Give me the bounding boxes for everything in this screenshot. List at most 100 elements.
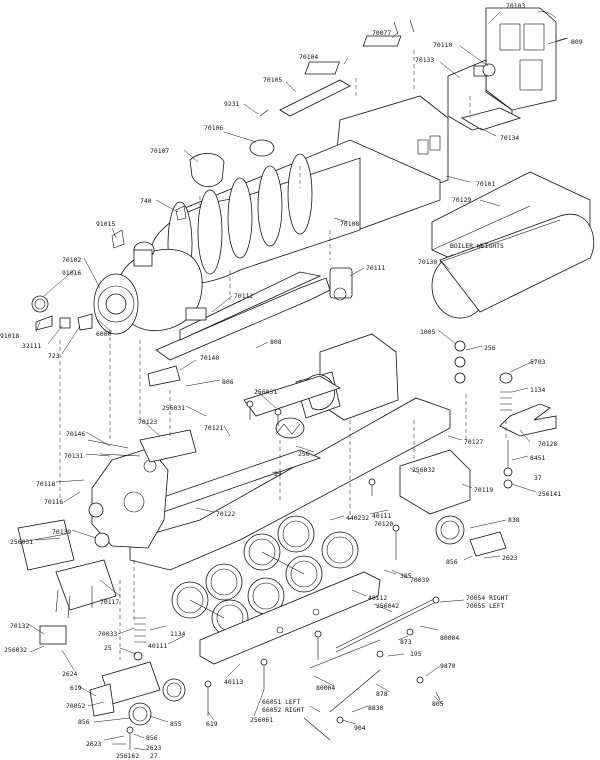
label-256032-b: 256032 [4, 646, 27, 654]
label-8830: 8830 [368, 704, 384, 712]
label-70120: 70120 [374, 520, 393, 528]
label-70077: 70077 [372, 29, 391, 37]
label-1134-b: 1134 [170, 630, 186, 638]
label-5703: 5703 [530, 358, 546, 366]
label-40111-a: 40111 [372, 512, 391, 520]
label-70131: 70131 [64, 452, 83, 460]
label-723: 723 [48, 352, 60, 360]
label-856-c: 856 [146, 734, 158, 742]
label-70129: 70129 [452, 196, 471, 204]
label-70104: 70104 [299, 53, 318, 61]
label-70128: 70128 [538, 440, 557, 448]
label-256042: 256042 [376, 602, 399, 610]
label-2623-b: 2623 [146, 744, 162, 752]
label-70110: 70110 [433, 41, 452, 49]
boiler-weights [431, 171, 595, 319]
label-70055: 70055 LEFT [466, 602, 505, 610]
label-70108: 70108 [340, 220, 359, 228]
label-619-b: 619 [206, 720, 218, 728]
label-838: 838 [508, 516, 520, 524]
label-873: 873 [400, 638, 412, 646]
label-70106: 70106 [204, 124, 223, 132]
label-6000: 6000 [96, 330, 112, 338]
label-40113: 40113 [224, 678, 243, 686]
label-70121: 70121 [204, 424, 223, 432]
label-70102: 70102 [62, 256, 81, 264]
label-2623-c: 2623 [86, 740, 102, 748]
label-1005: 1005 [420, 328, 436, 336]
label-70122: 70122 [216, 510, 235, 518]
label-70103: 70103 [506, 2, 525, 10]
label-70052: 70052 [66, 702, 85, 710]
label-70033: 70033 [98, 630, 117, 638]
label-27-a: 27 [274, 470, 282, 478]
label-91015: 91015 [96, 220, 115, 228]
label-32111: 32111 [22, 342, 41, 350]
label-70127: 70127 [464, 438, 483, 446]
label-256162: 256162 [116, 752, 139, 760]
label-66052: 66052 RIGHT [262, 706, 304, 714]
label-91016: 91016 [62, 269, 81, 277]
label-256141: 256141 [538, 490, 561, 498]
label-70123: 70123 [138, 418, 157, 426]
label-37: 37 [534, 474, 542, 482]
label-70054: 70054 RIGHT [466, 594, 508, 602]
label-boiler-weights: BOILER WEIGHTS [450, 242, 504, 250]
label-256031-c: 256031 [10, 538, 33, 546]
label-25: 25 [104, 644, 112, 652]
label-806: 806 [222, 378, 234, 386]
label-856-a: 856 [446, 558, 458, 566]
keeper-plate [199, 571, 381, 665]
label-740: 740 [140, 197, 152, 205]
label-805: 805 [432, 700, 444, 708]
label-66051: 66051 LEFT [262, 698, 301, 706]
label-70139: 70139 [52, 528, 71, 536]
dashed-assembly-lines [59, 50, 507, 660]
running-plate [147, 267, 353, 387]
label-70039: 70039 [410, 576, 429, 584]
label-809: 809 [571, 38, 583, 46]
label-70134: 70134 [500, 134, 519, 142]
label-80004-a: 80004 [440, 634, 459, 642]
motor-mounts [454, 340, 557, 489]
label-91018: 91018 [0, 332, 19, 340]
label-878: 878 [376, 690, 388, 698]
label-2624: 2624 [62, 670, 78, 678]
cab-fittings [279, 19, 567, 117]
label-70130: 70130 [418, 258, 437, 266]
label-195: 195 [410, 650, 422, 658]
label-80004-b: 80004 [316, 684, 335, 692]
label-70117: 70117 [100, 598, 119, 606]
label-440232: 440232 [346, 514, 369, 522]
label-40112: 40112 [368, 594, 387, 602]
label-855: 855 [170, 720, 182, 728]
screws [126, 400, 441, 750]
chassis-frame [55, 375, 451, 619]
pony-truck [39, 617, 186, 726]
label-619-a: 619 [70, 684, 82, 692]
label-70146: 70146 [66, 430, 85, 438]
buffer-beam [17, 439, 141, 571]
label-385: 385 [400, 572, 412, 580]
label-256-a: 256 [484, 344, 496, 352]
label-1134-a: 1134 [530, 386, 546, 394]
trailing-truck [399, 449, 507, 557]
label-256032-a: 256032 [412, 466, 435, 474]
label-904: 904 [354, 724, 366, 732]
label-856-b: 856 [78, 718, 90, 726]
label-256031-a: 256031 [254, 388, 277, 396]
label-8451: 8451 [530, 454, 546, 462]
label-256-b: 256 [298, 450, 310, 458]
leader-lines [27, 11, 569, 751]
label-70107: 70107 [150, 147, 169, 155]
part-labels: 70103 809 70077 70110 70104 70133 70105 … [0, 2, 583, 760]
label-70116: 70116 [44, 498, 63, 506]
label-70111: 70111 [366, 264, 385, 272]
label-9870: 9870 [440, 662, 456, 670]
label-808: 808 [270, 338, 282, 346]
label-256061: 256061 [250, 716, 273, 724]
label-9231: 9231 [224, 100, 240, 108]
label-70119: 70119 [474, 486, 493, 494]
label-70118: 70118 [36, 480, 55, 488]
